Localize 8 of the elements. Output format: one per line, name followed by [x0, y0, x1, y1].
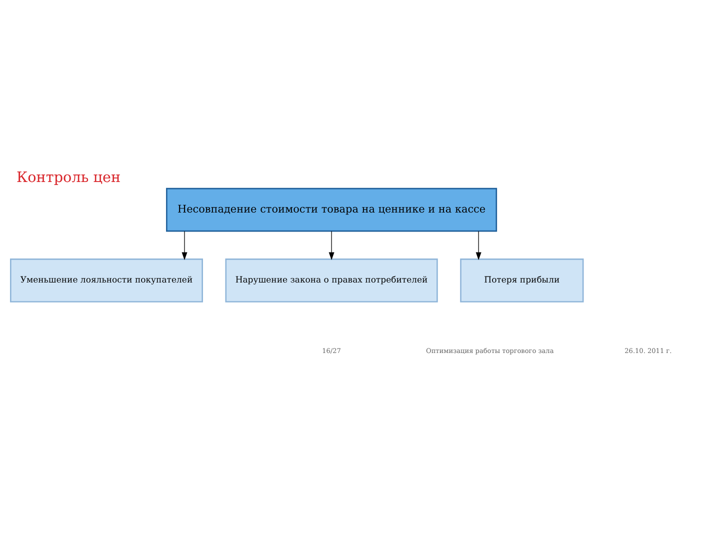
arrow [476, 230, 482, 260]
arrow [182, 230, 188, 260]
diagram-title: Контроль цен [16, 170, 121, 186]
node-box: Несовпадение стоимости товара на ценнике и на кассе [166, 188, 498, 232]
node-box: Нарушение закона о правах потребителей [225, 258, 438, 302]
node-box: Потеря прибыли [460, 258, 584, 302]
node-box: Уменьшение лояльности покупателей [10, 258, 203, 302]
arrow [328, 230, 334, 260]
